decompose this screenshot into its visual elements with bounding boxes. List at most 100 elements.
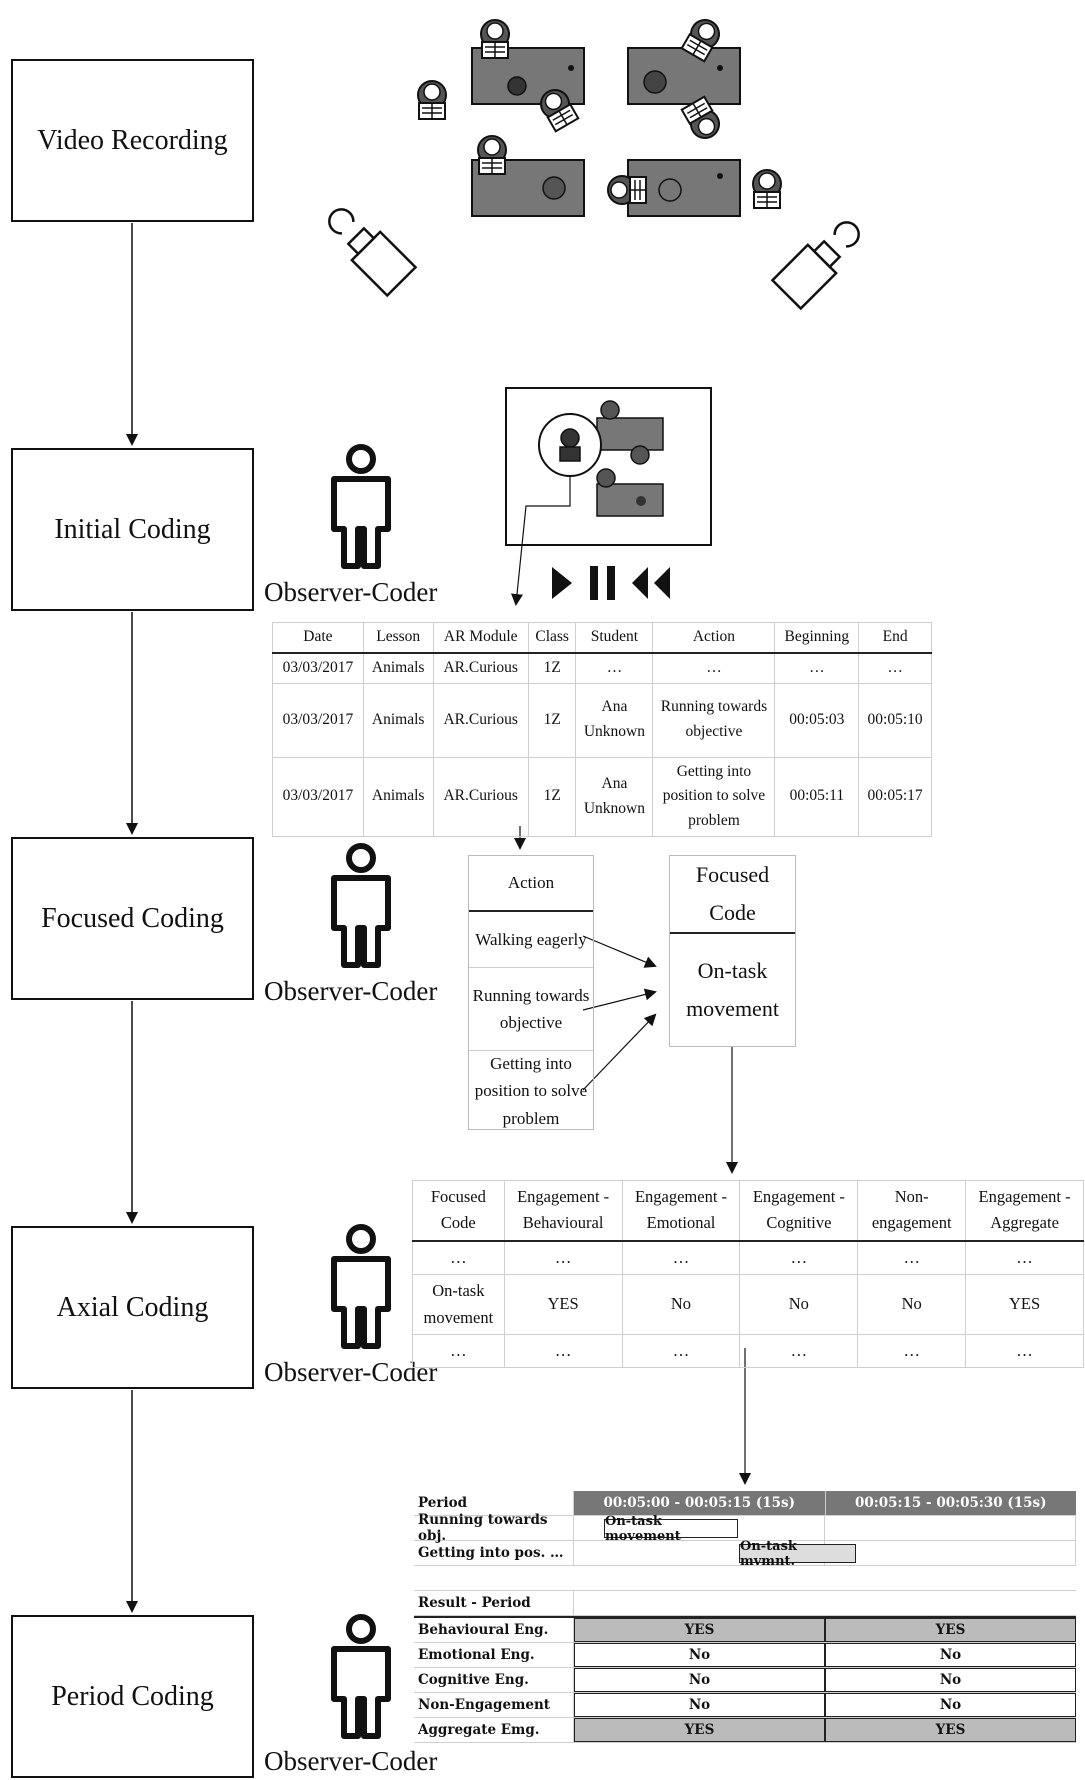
stage-initial-coding: Initial Coding — [11, 448, 254, 611]
period-coding-table: Period 00:05:00 - 00:05:15 (15s) 00:05:1… — [414, 1491, 1076, 1743]
table-cell: 03/03/2017 — [272, 756, 364, 837]
axial-coding-table: Focused Code Engagement - Behavioural En… — [412, 1179, 1084, 1369]
table-header-row: Focused Code Engagement - Behavioural En… — [412, 1179, 1084, 1242]
result-value: No — [574, 1693, 825, 1717]
table-row: … … … … … … — [412, 1240, 1084, 1276]
table-cell: … — [965, 1240, 1084, 1276]
period-label: Period — [414, 1491, 574, 1515]
column-header: Date — [272, 621, 364, 654]
activity-label: Running towards obj. — [414, 1512, 574, 1544]
period-header: 00:05:00 - 00:05:15 (15s) — [574, 1491, 826, 1515]
column-header: End — [858, 621, 932, 654]
table-cell: 00:05:17 — [858, 756, 932, 837]
table-cell: … — [858, 652, 932, 684]
result-row: Behavioural Eng. YES YES — [414, 1616, 1076, 1643]
result-row-label: Behavioural Eng. — [414, 1618, 574, 1642]
table-cell: 1Z — [527, 682, 577, 758]
observer-coder-label: Observer-Coder — [264, 577, 438, 607]
video-frame — [505, 387, 712, 546]
stage-label: Period Coding — [51, 1680, 214, 1712]
activity-row: Getting into pos. … On-task mvmnt. — [414, 1539, 1076, 1569]
activity-bar: On-task movement — [604, 1514, 738, 1544]
activity-row: Running towards obj. On-task movement — [414, 1512, 1076, 1544]
result-value: No — [574, 1643, 825, 1667]
stage-period-coding: Period Coding — [11, 1615, 254, 1778]
table-cell: AR.Curious — [432, 756, 529, 837]
table-cell: Animals — [362, 682, 434, 758]
pause-icon[interactable] — [590, 566, 615, 600]
result-row-label: Aggregate Emg. — [414, 1718, 574, 1742]
result-row: Non-Engagement No No — [414, 1693, 1076, 1718]
column-header: Focused Code — [412, 1179, 505, 1242]
table-cell: Getting into position to solve problem — [652, 756, 776, 837]
stage-label: Axial Coding — [56, 1291, 209, 1323]
result-value: YES — [825, 1718, 1076, 1742]
result-value: No — [825, 1668, 1076, 1692]
column-header: AR Module — [432, 621, 529, 654]
table-cell: … — [739, 1240, 859, 1276]
table-cell: … — [412, 1333, 505, 1369]
column-header: Engagement - Aggregate — [965, 1179, 1084, 1242]
rewind-icon[interactable] — [632, 567, 670, 599]
table-cell: YES — [965, 1274, 1084, 1335]
table-cell: … — [739, 1333, 859, 1369]
table-cell: 1Z — [527, 756, 577, 837]
table-cell: Ana Unknown — [575, 682, 654, 758]
action-item: Running towards objective — [469, 968, 593, 1051]
result-row-label: Non-Engagement — [414, 1693, 574, 1717]
classroom-scene — [417, 13, 782, 217]
activity-bar: On-task mvmnt. — [739, 1539, 856, 1569]
result-row-label: Emotional Eng. — [414, 1643, 574, 1667]
result-value: YES — [574, 1718, 825, 1742]
stage-focused-coding: Focused Coding — [11, 837, 254, 1000]
table-cell: 03/03/2017 — [272, 652, 364, 684]
result-value: YES — [825, 1618, 1076, 1642]
column-header: Non-engagement — [857, 1179, 967, 1242]
column-header: Class — [527, 621, 577, 654]
action-box: Action Walking eagerly Running towards o… — [468, 855, 594, 1130]
play-icon[interactable] — [552, 567, 572, 599]
table-cell: Ana Unknown — [575, 756, 654, 837]
person-icon — [331, 1224, 391, 1349]
table-cell: Animals — [362, 756, 434, 837]
table-cell: … — [621, 1333, 741, 1369]
table-cell: … — [412, 1240, 505, 1276]
period-header-row: Period 00:05:00 - 00:05:15 (15s) 00:05:1… — [414, 1491, 1076, 1516]
table-cell: YES — [503, 1274, 623, 1335]
column-header: Lesson — [362, 621, 434, 654]
table-row: … … … … … … — [412, 1333, 1084, 1369]
column-header: Engagement - Cognitive — [739, 1179, 859, 1242]
initial-coding-table: Date Lesson AR Module Class Student Acti… — [272, 621, 932, 837]
column-header: Engagement - Behavioural — [503, 1179, 623, 1242]
action-item: Getting into position to solve problem — [474, 1054, 588, 1128]
stage-label: Focused Coding — [41, 902, 224, 934]
action-item: Walking eagerly — [469, 912, 593, 968]
table-cell: AR.Curious — [432, 682, 529, 758]
table-header-row: Date Lesson AR Module Class Student Acti… — [272, 621, 932, 654]
table-cell: Animals — [362, 652, 434, 684]
person-icon — [331, 843, 391, 968]
result-value: No — [825, 1643, 1076, 1667]
result-value: YES — [574, 1618, 825, 1642]
table-cell: … — [857, 1240, 967, 1276]
period-header: 00:05:15 - 00:05:30 (15s) — [825, 1491, 1076, 1515]
activity-label: Getting into pos. … — [414, 1541, 574, 1565]
result-row: Cognitive Eng. No No — [414, 1668, 1076, 1693]
table-cell: On-task movement — [412, 1274, 505, 1335]
table-cell: Running towards objective — [652, 682, 776, 758]
focused-code-box: Focused Code On-task movement — [669, 855, 796, 1047]
result-row-label: Cognitive Eng. — [414, 1668, 574, 1692]
table-cell: … — [857, 1333, 967, 1369]
table-cell: … — [575, 652, 654, 684]
stage-video-recording: Video Recording — [11, 59, 254, 222]
table-row: 03/03/2017 Animals AR.Curious 1Z … … … … — [272, 652, 932, 684]
result-value: No — [825, 1693, 1076, 1717]
focused-code-header: Focused Code — [670, 856, 795, 934]
observer-coder-label: Observer-Coder — [264, 1357, 438, 1387]
observer-coder-label: Observer-Coder — [264, 1746, 438, 1776]
stage-axial-coding: Axial Coding — [11, 1226, 254, 1389]
table-cell: … — [774, 652, 860, 684]
column-header: Beginning — [774, 621, 860, 654]
